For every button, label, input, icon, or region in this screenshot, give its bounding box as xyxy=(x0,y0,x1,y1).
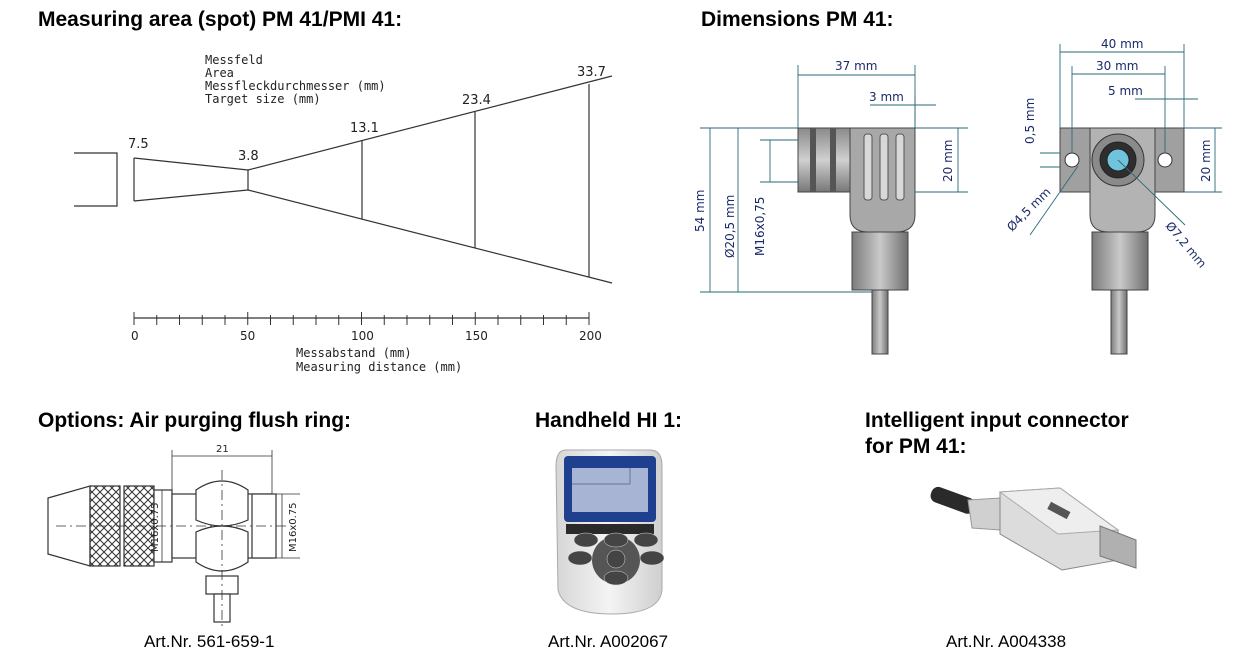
cable-gland xyxy=(851,231,909,291)
front-cable xyxy=(1110,289,1128,355)
display-screen xyxy=(572,468,648,512)
legend-line-3: Messfleckdurchmesser (mm) xyxy=(205,79,386,93)
cone-upper-near xyxy=(133,157,249,171)
sensor-side-view xyxy=(797,127,916,355)
flush-ring-dimension-lines xyxy=(56,450,300,630)
cone-upper-far xyxy=(247,75,613,171)
spot-size-label: 13.1 xyxy=(350,121,379,136)
connector-neck xyxy=(967,497,1001,531)
cone-lower-near xyxy=(133,189,249,202)
measuring-area-title: Measuring area (spot) PM 41/PMI 41: xyxy=(38,8,403,31)
spot-size-label: 3.8 xyxy=(238,149,259,164)
dim-height-20-front: 20 mm xyxy=(1199,140,1213,182)
cable xyxy=(871,289,889,355)
handheld-title: Handheld HI 1: xyxy=(535,409,683,432)
dim-thread: M16x0,75 xyxy=(753,197,767,256)
dim-diameter-20-5: Ø20,5 mm xyxy=(723,195,737,258)
x-tick-label: 200 xyxy=(579,329,602,343)
dim-width-30: 30 mm xyxy=(1096,59,1138,73)
x-axis-label-de: Messabstand (mm) xyxy=(296,346,412,360)
function-key-strip xyxy=(566,524,654,534)
sensor-ring xyxy=(810,128,816,192)
sensor-ring xyxy=(830,128,836,192)
x-tick-label: 100 xyxy=(351,329,374,343)
x-axis-label-en: Measuring distance (mm) xyxy=(296,360,462,374)
flush-ring-top xyxy=(195,480,249,527)
connector-plug xyxy=(1099,525,1137,569)
dim-offset-3: 3 mm xyxy=(869,90,904,104)
spot-size-label: 23.4 xyxy=(462,93,491,108)
dim-offset-0-5: 0,5 mm xyxy=(1023,98,1037,144)
spot-size-label: 33.7 xyxy=(577,65,606,80)
key-mode xyxy=(573,532,599,548)
x-tick-label: 0 xyxy=(131,329,139,343)
dim-width-40: 40 mm xyxy=(1101,37,1143,51)
art-nr-connector: Art.Nr. A004338 xyxy=(946,632,1067,651)
x-axis-ticks xyxy=(133,312,590,325)
front-cable-gland xyxy=(1091,231,1149,291)
dim-thread-left: M16x0.75 xyxy=(150,502,161,552)
housing-slot xyxy=(879,133,889,201)
options-title: Options: Air purging flush ring: xyxy=(38,409,352,432)
key-clr xyxy=(639,550,665,566)
connector-label xyxy=(1047,501,1071,520)
key-m-down xyxy=(603,570,629,586)
front-dimension-lines xyxy=(1029,44,1222,236)
dim-width-37: 37 mm xyxy=(835,59,877,73)
side-dimension-lines xyxy=(700,65,968,293)
dim-height-54: 54 mm xyxy=(693,190,707,232)
dim-height-20: 20 mm xyxy=(941,140,955,182)
flush-ring-bottom xyxy=(195,525,249,572)
sensor-front-cylinder xyxy=(797,127,851,193)
key-mem xyxy=(633,532,659,548)
art-nr-flush-ring: Art.Nr. 561-659-1 xyxy=(144,632,275,651)
dim-offset-5: 5 mm xyxy=(1108,84,1143,98)
dim-21: 21 xyxy=(216,444,229,455)
legend-line-4: Target size (mm) xyxy=(205,92,321,106)
legend-line-1: Messfeld xyxy=(205,53,263,67)
housing-slot xyxy=(863,133,873,201)
cone-lower-far xyxy=(247,189,613,284)
housing-slot xyxy=(895,133,905,201)
key-on-off xyxy=(606,549,626,569)
spot-size-label: 7.5 xyxy=(128,137,149,152)
connector-title-line2: for PM 41: xyxy=(865,435,967,458)
key-meas xyxy=(567,550,593,566)
art-nr-handheld: Art.Nr. A002067 xyxy=(548,632,669,651)
legend-line-2: Area xyxy=(205,66,234,80)
connector-cable xyxy=(930,486,976,514)
x-tick-label: 150 xyxy=(465,329,488,343)
dimensions-title: Dimensions PM 41: xyxy=(701,8,894,31)
sensor-outline xyxy=(74,152,118,207)
key-m-up xyxy=(603,532,629,548)
connector-title-line1: Intelligent input connector xyxy=(865,409,1129,432)
x-tick-label: 50 xyxy=(240,329,255,343)
dim-thread-right: M16x0.75 xyxy=(288,502,299,552)
